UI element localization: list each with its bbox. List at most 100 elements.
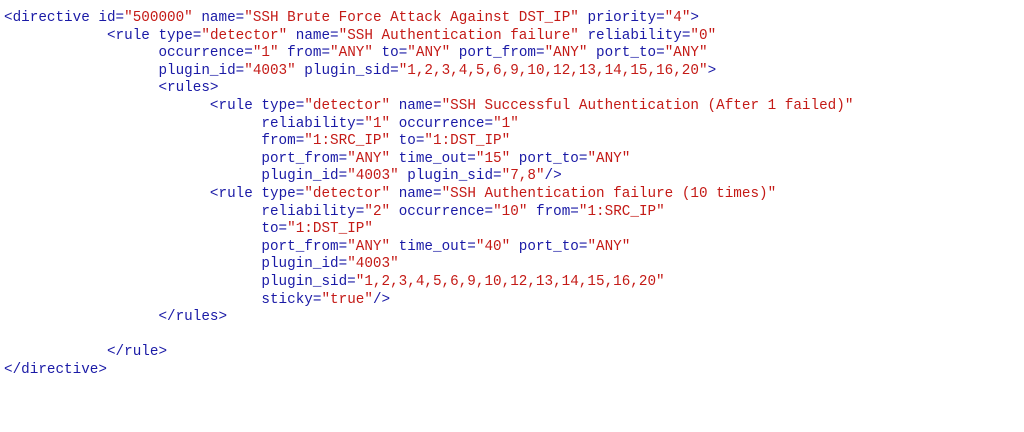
code-line: reliability="2" occurrence="10" from="1:…	[4, 204, 853, 222]
indent-token	[4, 168, 261, 184]
xml-attribute-token: time_out=	[390, 238, 476, 255]
xml-value-token: "detector"	[304, 97, 391, 114]
xml-value-token: "4"	[664, 10, 691, 26]
xml-value-token: "true"	[321, 291, 373, 308]
indent-token	[4, 151, 261, 167]
xml-attribute-token: port_from=	[261, 150, 348, 167]
indent-token	[4, 45, 158, 61]
code-line: reliability="1" occurrence="1"	[4, 116, 853, 134]
xml-attribute-token: port_from=	[450, 45, 545, 62]
indent-token	[4, 28, 107, 44]
code-line: </rule>	[4, 344, 853, 362]
xml-tag-token: </rule>	[106, 344, 168, 361]
xml-attribute-token: plugin_sid=	[261, 273, 356, 290]
xml-attribute-token: name=	[390, 185, 442, 202]
xml-value-token: "1:SRC_IP"	[578, 203, 665, 220]
xml-value-token: "detector"	[304, 185, 391, 202]
xml-value-token: "ANY"	[544, 45, 588, 62]
indent-token	[4, 292, 261, 308]
xml-attribute-token: port_to=	[510, 238, 588, 255]
indent-token	[4, 80, 158, 96]
xml-attribute-token: plugin_id=	[158, 62, 245, 79]
xml-value-token: "7,8"	[501, 168, 545, 185]
xml-attribute-token: type=	[149, 27, 202, 44]
xml-tag-token: <rule	[209, 97, 253, 114]
xml-attribute-token: port_to=	[587, 45, 665, 62]
xml-attribute-token: name=	[192, 10, 245, 26]
xml-value-token: "10"	[493, 203, 528, 220]
xml-attribute-token: to=	[372, 45, 408, 62]
code-line: plugin_id="4003" plugin_sid="7,8"/>	[4, 168, 853, 186]
xml-attribute-token: reliability=	[578, 27, 691, 44]
xml-value-token: "ANY"	[664, 45, 708, 62]
xml-value-token: "4003"	[244, 62, 296, 79]
xml-value-token: "1,2,3,4,5,6,9,10,12,13,14,15,16,20"	[398, 62, 708, 79]
xml-attribute-token: type=	[252, 97, 305, 114]
xml-value-token: "4003"	[347, 168, 399, 185]
xml-attribute-token: from=	[278, 45, 331, 62]
xml-attribute-token: plugin_sid=	[398, 168, 502, 185]
xml-value-token: "2"	[364, 203, 391, 220]
xml-attribute-token: reliability=	[261, 115, 365, 132]
indent-token	[4, 133, 261, 149]
indent-token	[4, 221, 261, 237]
indent-token	[4, 116, 261, 132]
code-line: <rule type="detector" name="SSH Authenti…	[4, 186, 853, 204]
xml-value-token: "1:SRC_IP"	[304, 133, 391, 150]
xml-value-token: "ANY"	[347, 238, 391, 255]
xml-value-token: "1"	[252, 45, 279, 62]
code-line: <rule type="detector" name="SSH Successf…	[4, 97, 854, 116]
code-line: plugin_id="4003" plugin_sid="1,2,3,4,5,6…	[4, 63, 853, 81]
xml-attribute-token: port_from=	[261, 238, 348, 255]
xml-value-token: "ANY"	[587, 150, 631, 167]
xml-value-token: "500000"	[124, 10, 193, 26]
xml-attribute-token: to=	[390, 133, 425, 150]
xml-tag-token: >	[707, 62, 717, 79]
indent-token	[4, 274, 261, 290]
xml-tag-token: <rule	[209, 185, 253, 202]
code-line: sticky="true"/>	[4, 292, 853, 310]
xml-attribute-token: occurrence=	[390, 115, 494, 132]
indent-token	[4, 186, 210, 202]
xml-attribute-token: time_out=	[390, 150, 476, 167]
xml-attribute-token: port_to=	[510, 150, 588, 167]
indent-token	[4, 63, 158, 79]
code-line: </directive>	[4, 362, 853, 380]
xml-attribute-token: reliability=	[261, 203, 365, 220]
xml-value-token: "1:DST_IP"	[424, 133, 511, 150]
xml-attribute-token: id=	[89, 10, 125, 26]
code-line: <rules>	[4, 80, 853, 98]
xml-value-token: "1:DST_IP"	[287, 221, 373, 238]
xml-value-token: "0"	[690, 27, 717, 44]
xml-attribute-token: name=	[390, 97, 442, 114]
xml-attribute-token: name=	[287, 27, 339, 44]
xml-tag-token: <directive	[4, 10, 90, 26]
xml-value-token: "4003"	[347, 256, 399, 273]
indent-token	[4, 256, 261, 272]
xml-attribute-token: occurrence=	[390, 203, 494, 220]
xml-tag-token: </directive>	[4, 361, 107, 378]
xml-value-token: "1"	[364, 115, 391, 132]
xml-tag-token: >	[690, 10, 699, 26]
code-line: occurrence="1" from="ANY" to="ANY" port_…	[4, 45, 853, 63]
code-line: port_from="ANY" time_out="15" port_to="A…	[4, 151, 853, 169]
xml-tag-token: <rules>	[158, 80, 219, 97]
code-line	[4, 327, 853, 345]
indent-token	[4, 98, 210, 114]
code-line: <directive id="500000" name="SSH Brute F…	[4, 10, 853, 28]
xml-value-token: "SSH Authentication failure"	[338, 27, 579, 44]
xml-value-token: "40"	[475, 238, 511, 255]
code-line: plugin_sid="1,2,3,4,5,6,9,10,12,13,14,15…	[4, 274, 853, 292]
xml-attribute-token: plugin_sid=	[295, 62, 399, 79]
xml-tag-token: />	[372, 291, 391, 308]
xml-attribute-token: priority=	[578, 10, 665, 26]
code-line: port_from="ANY" time_out="40" port_to="A…	[4, 239, 853, 257]
xml-value-token: "ANY"	[587, 238, 631, 255]
xml-value-token: "SSH Brute Force Attack Against DST_IP"	[244, 10, 579, 26]
indent-token	[4, 344, 107, 360]
xml-attribute-token: to=	[261, 221, 288, 238]
xml-attribute-token: from=	[527, 203, 579, 220]
code-line: to="1:DST_IP"	[4, 221, 853, 239]
indent-token	[4, 204, 261, 220]
xml-value-token: "SSH Authentication failure (10 times)"	[441, 185, 777, 202]
